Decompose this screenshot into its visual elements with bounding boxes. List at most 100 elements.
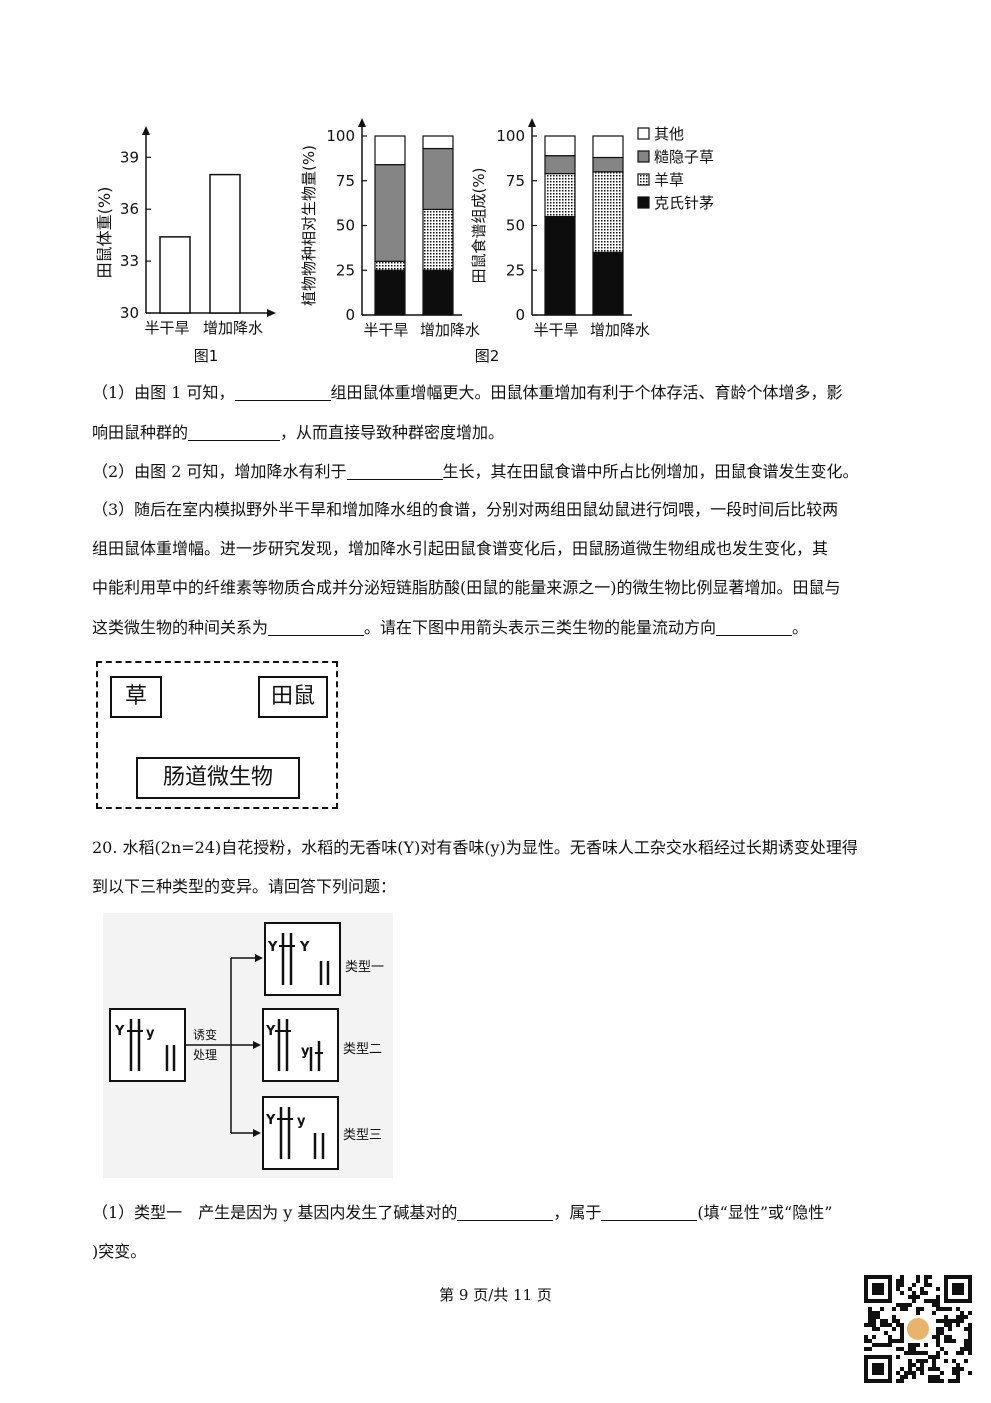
qr-module — [952, 1379, 956, 1383]
answer-blank[interactable] — [268, 619, 365, 636]
qr-module — [964, 1347, 968, 1351]
qr-module — [888, 1335, 892, 1339]
y-axis-label: 植物物种相对生物量(%) — [300, 145, 318, 306]
y-axis-arrow — [358, 118, 366, 127]
qr-module — [928, 1299, 932, 1303]
arrow-head — [255, 954, 263, 962]
qr-module — [956, 1315, 960, 1319]
qr-module — [888, 1343, 892, 1347]
qr-module — [908, 1343, 912, 1347]
qr-module — [912, 1343, 916, 1347]
qr-module — [880, 1323, 884, 1327]
qr-module — [968, 1343, 972, 1347]
qr-module — [916, 1295, 920, 1299]
qr-module — [944, 1315, 948, 1319]
qr-module — [936, 1287, 940, 1291]
y-axis-label: 田鼠食谱组成(%) — [470, 168, 488, 284]
original-cell — [109, 1008, 186, 1082]
qr-module — [964, 1327, 968, 1331]
qr-module — [920, 1363, 924, 1367]
stacked-bar-segment — [374, 164, 406, 262]
y-tick-label: 33 — [120, 252, 139, 270]
qr-module — [948, 1323, 952, 1327]
qr-module — [936, 1303, 940, 1307]
qr-module — [876, 1327, 880, 1331]
qr-module — [912, 1283, 916, 1287]
allele-label-y: y — [297, 1114, 306, 1129]
qr-module — [936, 1327, 940, 1331]
answer-blank[interactable] — [457, 1204, 554, 1221]
qr-module — [960, 1319, 964, 1323]
allele-label-Y: Y — [265, 1113, 276, 1128]
qr-module — [872, 1319, 876, 1323]
qr-module — [880, 1307, 884, 1311]
legend-swatch — [637, 196, 650, 209]
qr-module — [932, 1379, 936, 1383]
qr-module — [968, 1351, 972, 1355]
q20-line1: 20. 水稻(2n=24)自花授粉，水稻的无香味(Y)对有香味(y)为显性。无香… — [92, 838, 858, 857]
qr-module — [896, 1283, 900, 1287]
qr-module — [928, 1367, 932, 1371]
answer-blank[interactable] — [716, 619, 793, 636]
y-tick-label: 50 — [336, 217, 355, 235]
qr-module — [968, 1327, 972, 1331]
q1-line2: 响田鼠种群的，从而直接导致种群密度增加。 — [92, 423, 505, 442]
qr-module — [956, 1323, 960, 1327]
qr-module — [948, 1339, 952, 1343]
qr-finder-core — [952, 1283, 964, 1295]
answer-blank[interactable] — [601, 1204, 698, 1221]
qr-module — [948, 1379, 952, 1383]
qr-module — [936, 1355, 940, 1359]
answer-blank[interactable] — [346, 463, 443, 480]
answer-blank[interactable] — [188, 424, 281, 441]
legend-label: 其他 — [654, 125, 684, 143]
stacked-bar-segment — [592, 171, 624, 253]
stacked-bar-segment — [592, 156, 624, 173]
grass-label: 草 — [124, 684, 147, 709]
qr-module — [908, 1347, 912, 1351]
qr-module — [924, 1299, 928, 1303]
qr-module — [936, 1335, 940, 1339]
qr-module — [900, 1379, 904, 1383]
qr-module — [908, 1363, 912, 1367]
qr-module — [908, 1287, 912, 1291]
qr-module — [908, 1351, 912, 1355]
answer-blank[interactable] — [234, 384, 331, 401]
qr-module — [912, 1371, 916, 1375]
qr-module — [924, 1279, 928, 1283]
qr-module — [872, 1315, 876, 1319]
qr-module — [964, 1315, 968, 1319]
qr-module — [872, 1343, 876, 1347]
energy-flow-diagram — [96, 661, 338, 809]
qr-module — [912, 1351, 916, 1355]
treatment-label: 诱变 — [193, 1027, 217, 1042]
qr-finder-core — [872, 1363, 884, 1375]
arrow-head — [253, 1129, 261, 1137]
legend-label: 羊草 — [654, 171, 684, 189]
y-tick-label: 100 — [496, 127, 525, 145]
qr-module — [952, 1367, 956, 1371]
legend-swatch — [637, 127, 650, 140]
qr-module — [884, 1323, 888, 1327]
qr-module — [956, 1367, 960, 1371]
qr-module — [936, 1375, 940, 1379]
qr-module — [956, 1363, 960, 1367]
y-tick-label: 75 — [506, 172, 525, 190]
qr-module — [956, 1307, 960, 1311]
qr-module — [940, 1331, 944, 1335]
x-tick-label: 半干旱 — [144, 319, 189, 337]
bar — [209, 173, 241, 314]
qr-module — [944, 1323, 948, 1327]
qr-module — [896, 1355, 900, 1359]
qr-module — [944, 1335, 948, 1339]
qr-module — [956, 1319, 960, 1323]
qr-module — [896, 1319, 900, 1323]
qr-module — [956, 1371, 960, 1375]
qr-module — [916, 1359, 920, 1363]
q3-line2: 组田鼠体重增幅。进一步研究发现，增加降水引起田鼠食谱变化后，田鼠肠道微生物组成也… — [92, 539, 829, 558]
qr-module — [932, 1311, 936, 1315]
qr-module — [932, 1375, 936, 1379]
qr-module — [928, 1375, 932, 1379]
qr-module — [892, 1319, 896, 1323]
qr-module — [936, 1299, 940, 1303]
